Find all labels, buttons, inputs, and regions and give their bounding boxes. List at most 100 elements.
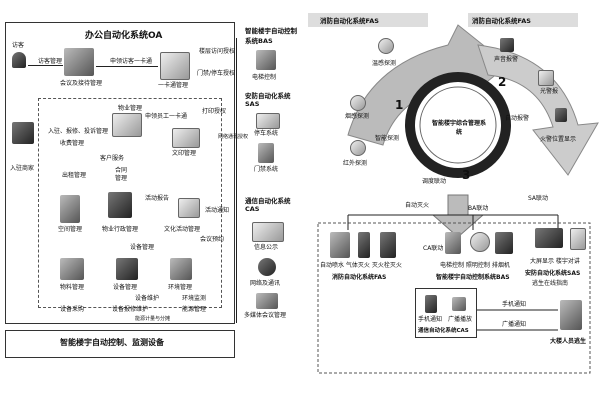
checkin-label: 入驻、报修、投诉管理 (48, 128, 109, 135)
bottom-link-2: 能源计量与分摊 (135, 316, 171, 322)
auto-fire-label: 自动灭火 (405, 202, 430, 209)
mobile-icon (425, 295, 437, 313)
material-icon (60, 258, 84, 280)
visitor-mgmt-label: 访客管理 (38, 58, 63, 65)
temp-label: 温感探测 (372, 60, 397, 67)
tenant-icon (12, 122, 34, 144)
fas-right-bar (468, 13, 578, 27)
bottom-dashed-box (317, 222, 591, 374)
multimedia-icon (256, 293, 278, 309)
environment-label: 环境管理 (168, 284, 193, 291)
access-label: 门禁系统 (254, 166, 279, 173)
broadcast-notice-label: 广播通知 (502, 321, 527, 328)
fire-display-icon (555, 108, 567, 122)
num-2: 2 (498, 75, 507, 89)
sas-sys-label: 安防自动化系统SAS (525, 270, 581, 277)
ba-light-icon (470, 232, 490, 252)
property-icon (112, 113, 142, 137)
light-alarm-icon (538, 70, 554, 86)
admin-icon (108, 192, 132, 218)
customer-service-label: 客户服务 (100, 155, 125, 162)
equipment-label: 设备管理 (113, 284, 138, 291)
activity-report-label: 活动报告 (145, 195, 170, 202)
network-auth-label: 网络通讯授权 (218, 134, 249, 140)
bottom-link-5: 设备采购 (60, 306, 85, 313)
network-label: 网络及通讯 (250, 280, 281, 287)
hydrant-icon (380, 232, 396, 258)
car-icon (256, 113, 280, 129)
bottom-bar (5, 330, 235, 358)
big-arrow-right (477, 44, 599, 176)
visitor-card-label: 申领访客一卡通 (110, 58, 153, 65)
bottom-link-1: 设备维护 (135, 295, 160, 302)
space-mgmt-label: 空间管理 (58, 226, 83, 233)
num-3: 3 (462, 168, 471, 182)
ba-fan-icon (495, 232, 513, 254)
building-icon (60, 195, 80, 223)
sprinkler-icon (330, 232, 350, 258)
admin-mgmt-label: 物业行政管理 (102, 226, 139, 233)
center-ring-inner (419, 86, 497, 164)
evacuate-icon (560, 300, 582, 330)
bottom-link-3: 环境监测 (182, 295, 207, 302)
smart-alarm-label: 自动报警 (505, 115, 530, 122)
multimedia-label: 多媒体会议管理 (244, 312, 287, 319)
sas-items-label: 大屏显示 楼宇对讲 (530, 258, 580, 265)
fee-label: 收费管理 (60, 140, 85, 147)
meeting-booking-label: 会议预约 (200, 236, 225, 243)
info-board-icon (252, 222, 284, 242)
id-card-icon (160, 52, 190, 80)
contract-label-1: 合同 (115, 167, 128, 174)
gas-icon (358, 232, 370, 258)
fire-display-label: 火警位置显示 (540, 136, 577, 143)
smoke-sensor-icon (350, 95, 366, 111)
bottom-link-6: 设备报修维护 (112, 306, 149, 313)
meeting-icon (64, 48, 94, 76)
big-arrow-down (431, 194, 485, 238)
contract-label-2: 管理 (115, 175, 128, 182)
mobile-notice-label: 手机通知 (502, 301, 527, 308)
speaker-icon (500, 38, 514, 52)
bas-sys-label: 智能楼宇自动控制系统BAS (436, 274, 510, 281)
building-auth-label: 楼层访问授权 (199, 48, 236, 55)
gate-icon (258, 143, 274, 163)
globe-icon (258, 258, 276, 276)
big-screen-icon (535, 228, 563, 248)
right-flow-svg (308, 13, 599, 374)
material-label: 物料管理 (60, 284, 85, 291)
elevator-icon (256, 50, 276, 70)
mobile-label: 手机通知 (418, 316, 443, 323)
visitor-icon (12, 52, 26, 68)
tenant-label: 入驻商家 (10, 165, 35, 172)
smoke-label: 烟感探测 (345, 113, 370, 120)
info-board-label: 信息公示 (254, 244, 279, 251)
broadcast-icon (452, 297, 466, 311)
bas-title: 智能楼宇自动控制系统BAS (245, 27, 297, 45)
intercom-icon (570, 228, 586, 250)
infrared-sensor-icon (350, 140, 366, 156)
escape-guide-label: 逃生在线指南 (532, 280, 569, 287)
ba-link-label: BA联动 (468, 205, 489, 212)
fas-left-bar (308, 13, 428, 27)
fas-title-left: 消防自动化系统FAS (320, 17, 379, 25)
doc-print-label: 文印管理 (172, 150, 197, 157)
bottom-link-4: 能源管理 (182, 306, 207, 313)
elevator-label: 电梯控制 (252, 74, 277, 81)
property-dashed-area (38, 98, 222, 308)
parking-label: 停车系统 (254, 130, 279, 137)
device-mgmt-line-label: 设备管理 (130, 244, 155, 251)
elevator-items-label: 电梯控制 照明控制 排烟机 (440, 262, 510, 269)
staff-card-label: 申领员工一卡通 (145, 113, 188, 120)
ca-link-label: CA联动 (423, 245, 444, 252)
card-link (96, 66, 158, 67)
center-label: 智能楼宇综合管理系统 (431, 120, 486, 136)
cas-sys-label: 通信自动化系统CAS (418, 328, 469, 334)
sas-title: 安防自动化系统SAS (245, 92, 291, 108)
bottom-bar-label: 智能楼宇自动控制、监测设备 (60, 338, 164, 347)
mid-vertical-line (236, 38, 237, 323)
environment-icon (170, 258, 192, 280)
fire-items-label: 自动喷水 气体灭火 灭火栓灭火 (320, 262, 402, 269)
num-1: 1 (395, 98, 404, 112)
culture-icon (178, 198, 200, 218)
one-card-label: 一卡通管理 (158, 82, 189, 89)
